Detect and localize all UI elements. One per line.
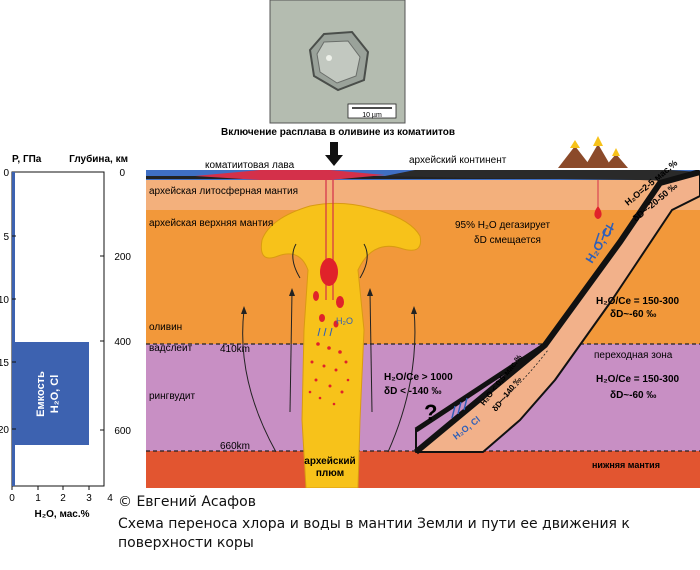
scale-label: 10 µm [362, 112, 382, 119]
volcano-icon [604, 154, 628, 168]
depth-tick: 400 [114, 337, 131, 348]
section-labels: коматиитовая лава архейский континент ар… [149, 155, 680, 479]
water-tick: 4 [107, 493, 113, 504]
melt-droplets [308, 258, 350, 406]
archean-continent-label: архейский континент [409, 155, 507, 166]
komatiite-lava [195, 170, 385, 180]
volcano-icon [558, 146, 592, 168]
archean-plume [260, 202, 422, 488]
boundary-410-label: 410km [220, 344, 250, 355]
lithospheric-mantle-layer [146, 180, 700, 210]
capacity-label-species: H₂O, Cl [49, 375, 61, 414]
plume-h2o-label: H₂O [336, 316, 353, 326]
pressure-tick: 20 [0, 425, 9, 436]
water-tick: 1 [35, 493, 41, 504]
plume-water-arrows [317, 327, 333, 337]
plume-label-line2: плюм [316, 468, 344, 479]
upper-ratio-label-2: δD~-60 ‰ [610, 309, 656, 320]
archean-continent [385, 170, 700, 182]
plume-label-line1: архейский [304, 456, 355, 467]
depth-header: Глубина, км [69, 153, 128, 165]
depth-tick: 200 [114, 252, 131, 263]
pressure-axis: 0 5 10 15 20 [0, 168, 16, 436]
upper-ratio-label-1: H₂O/Ce = 150-300 [596, 296, 680, 307]
pressure-tick: 5 [3, 232, 9, 243]
degas-label-line2: δD смещается [474, 235, 541, 246]
volcano-icon [584, 144, 612, 168]
komatiite-lava-label: коматиитовая лава [205, 160, 295, 171]
lower-mantle-label: нижняя мантия [592, 460, 660, 470]
mantle-cross-section [146, 170, 700, 488]
ringwoodite-label: рингвудит [149, 391, 195, 402]
degassing-drop [594, 206, 602, 219]
photo-caption: Включение расплава в оливине из коматиит… [221, 127, 455, 138]
convection-arrows [242, 243, 416, 453]
depth-axis: 0 200 400 600 [100, 168, 131, 437]
lithospheric-mantle-label: архейская литосферная мантия [149, 185, 298, 197]
slab-top-edge [414, 170, 700, 455]
water-axis-label: H₂O, мас.% [34, 509, 89, 520]
plume-ratio-label-1: H₂O/Ce > 1000 [384, 372, 453, 383]
boundary-660-label: 660km [220, 441, 250, 452]
tz-ratio-label-1: H₂O/Ce = 150-300 [596, 374, 680, 385]
water-tick: 2 [60, 493, 66, 504]
slab-dotted-curve [499, 349, 549, 403]
depth-tick: 600 [114, 426, 131, 437]
olivine-label: оливин [149, 322, 182, 333]
depth-tick: 0 [119, 168, 125, 179]
capacity-panel: P, ГПа Глубина, км Емкость H₂O, Cl 0 5 1… [0, 153, 131, 520]
capacity-label: Емкость [35, 371, 47, 417]
inclusion-photo: 10 µm [269, 0, 406, 124]
tz-ratio-label-2: δD~-60 ‰ [610, 390, 656, 401]
figure-description: Схема переноса хлора и воды в мантии Зем… [118, 516, 630, 551]
plume-ratio-label-2: δD < -140 ‰ [384, 386, 441, 397]
water-axis: 0 1 2 3 4 H₂O, мас.% [9, 486, 113, 520]
pressure-header: P, ГПа [12, 154, 42, 165]
pressure-tick: 15 [0, 358, 9, 369]
crust-line [146, 176, 700, 179]
copyright-notice: © Евгений Асафов [118, 494, 256, 510]
pressure-tick: 0 [3, 168, 9, 179]
capacity-fill [12, 172, 89, 486]
upper-mantle-label: архейская верхняя мантия [149, 218, 273, 229]
transition-zone-label: переходная зона [594, 350, 673, 361]
water-tick: 0 [9, 493, 15, 504]
volcanoes [558, 136, 628, 168]
down-arrow-icon [325, 142, 343, 166]
lower-mantle-layer [146, 451, 700, 488]
slab-water-arrows [451, 222, 614, 419]
melt-bubble [326, 55, 332, 61]
arrowheads [241, 288, 417, 314]
water-tick: 3 [86, 493, 92, 504]
pressure-tick: 10 [0, 295, 9, 306]
transition-zone-layer [146, 344, 700, 451]
degas-label-line1: 95% H₂O дегазирует [455, 220, 550, 231]
wadsleyite-label: вадслеит [149, 343, 193, 354]
question-mark: ? [424, 400, 437, 425]
